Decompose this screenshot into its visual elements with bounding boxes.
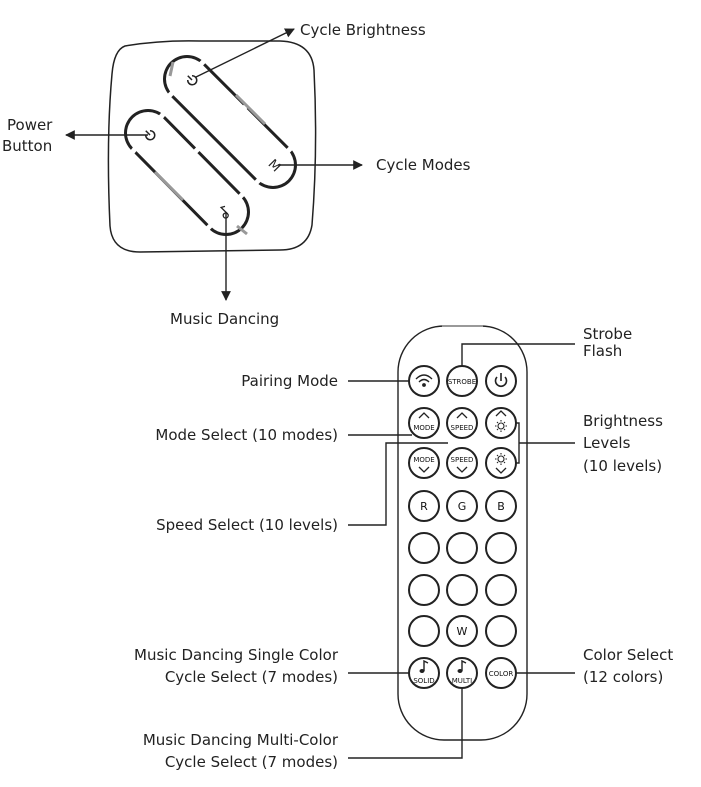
- label-color-select-line1: Color Select: [583, 646, 673, 664]
- blue-button-label: B: [497, 500, 505, 513]
- label-cycle-modes: Cycle Modes: [376, 156, 471, 174]
- color-button[interactable]: [446, 574, 478, 606]
- red-button[interactable]: R: [408, 490, 440, 522]
- power-icon: [494, 373, 508, 388]
- controller-pill-left-gray: [153, 170, 248, 236]
- green-button[interactable]: G: [446, 490, 478, 522]
- brightness-up-button[interactable]: [485, 407, 517, 439]
- controller-pill-right-gray: [168, 61, 267, 126]
- multi-button-label: MULTI: [452, 677, 472, 685]
- label-music-single-line2: Cycle Select (7 modes): [165, 668, 338, 686]
- label-brightness-line1: Brightness: [583, 412, 663, 430]
- label-brightness-line2: Levels: [583, 434, 631, 452]
- mode-down-button[interactable]: MODE: [408, 447, 440, 479]
- color-button[interactable]: [485, 615, 517, 647]
- label-music-multi-line1: Music Dancing Multi-Color: [143, 731, 339, 749]
- speed-up-label: SPEED: [451, 424, 474, 432]
- color-button[interactable]: [408, 615, 440, 647]
- remote-callouts: Strobe Flash Pairing Mode Mode Select (1…: [134, 325, 673, 771]
- green-button-label: G: [458, 500, 467, 513]
- remote: STROBE MODE SPEED: [397, 325, 528, 741]
- speed-up-button[interactable]: SPEED: [446, 407, 478, 439]
- sun-icon: [495, 453, 507, 465]
- controller-music-note-icon: [219, 205, 229, 219]
- solid-music-button[interactable]: SOLID: [408, 657, 440, 689]
- power-button[interactable]: [485, 365, 517, 397]
- solid-button-label: SOLID: [413, 677, 434, 685]
- mode-up-button[interactable]: MODE: [408, 407, 440, 439]
- label-power-line2: Button: [2, 137, 52, 155]
- label-strobe-line2: Flash: [583, 342, 622, 360]
- controller-callouts: Cycle Brightness Power Button Cycle Mode…: [2, 21, 471, 328]
- strobe-button-label: STROBE: [448, 378, 476, 386]
- chevron-down-icon: [456, 466, 468, 473]
- label-music-multi-line2: Cycle Select (7 modes): [165, 753, 338, 771]
- color-button[interactable]: [446, 532, 478, 564]
- white-button[interactable]: W: [446, 615, 478, 647]
- color-button[interactable]: [408, 532, 440, 564]
- blue-button[interactable]: B: [485, 490, 517, 522]
- speed-down-button[interactable]: SPEED: [446, 447, 478, 479]
- label-brightness-line3: (10 levels): [583, 457, 662, 475]
- label-power-line1: Power: [7, 116, 53, 134]
- color-button[interactable]: [408, 574, 440, 606]
- speed-down-label: SPEED: [451, 456, 474, 464]
- color-select-button[interactable]: COLOR: [485, 657, 517, 689]
- label-speed-select: Speed Select (10 levels): [156, 516, 338, 534]
- label-music-single-line1: Music Dancing Single Color: [134, 646, 339, 664]
- chevron-down-icon: [418, 466, 430, 473]
- label-color-select-line2: (12 colors): [583, 668, 663, 686]
- wifi-icon: [415, 374, 433, 387]
- sun-icon: [495, 420, 507, 432]
- chevron-up-icon: [495, 410, 507, 417]
- color-button[interactable]: [485, 574, 517, 606]
- color-button[interactable]: [485, 532, 517, 564]
- label-strobe-line1: Strobe: [583, 325, 632, 343]
- controller-pill-right: [163, 55, 297, 189]
- chevron-up-icon: [456, 412, 468, 419]
- brightness-down-button[interactable]: [485, 447, 517, 479]
- chevron-up-icon: [418, 412, 430, 419]
- strobe-button[interactable]: STROBE: [446, 365, 478, 397]
- color-button-label: COLOR: [489, 670, 514, 678]
- white-button-label: W: [457, 625, 468, 638]
- mode-down-label: MODE: [413, 456, 434, 464]
- mode-up-label: MODE: [413, 424, 434, 432]
- controller-brightness-icon: [187, 75, 198, 86]
- controller: M: [107, 40, 317, 253]
- label-cycle-brightness: Cycle Brightness: [300, 21, 426, 39]
- music-note-icon: [419, 659, 429, 673]
- label-pairing-mode: Pairing Mode: [241, 372, 338, 390]
- chevron-down-icon: [495, 467, 507, 474]
- controller-pill-left: [124, 109, 250, 236]
- label-mode-select: Mode Select (10 modes): [155, 426, 338, 444]
- controller-power-icon: [145, 130, 156, 141]
- controller-body: [107, 40, 317, 253]
- wifi-button[interactable]: [408, 365, 440, 397]
- label-music-dancing: Music Dancing: [170, 310, 279, 328]
- multi-music-button[interactable]: MULTI: [446, 657, 478, 689]
- red-button-label: R: [420, 500, 428, 513]
- music-note-icon: [457, 659, 467, 673]
